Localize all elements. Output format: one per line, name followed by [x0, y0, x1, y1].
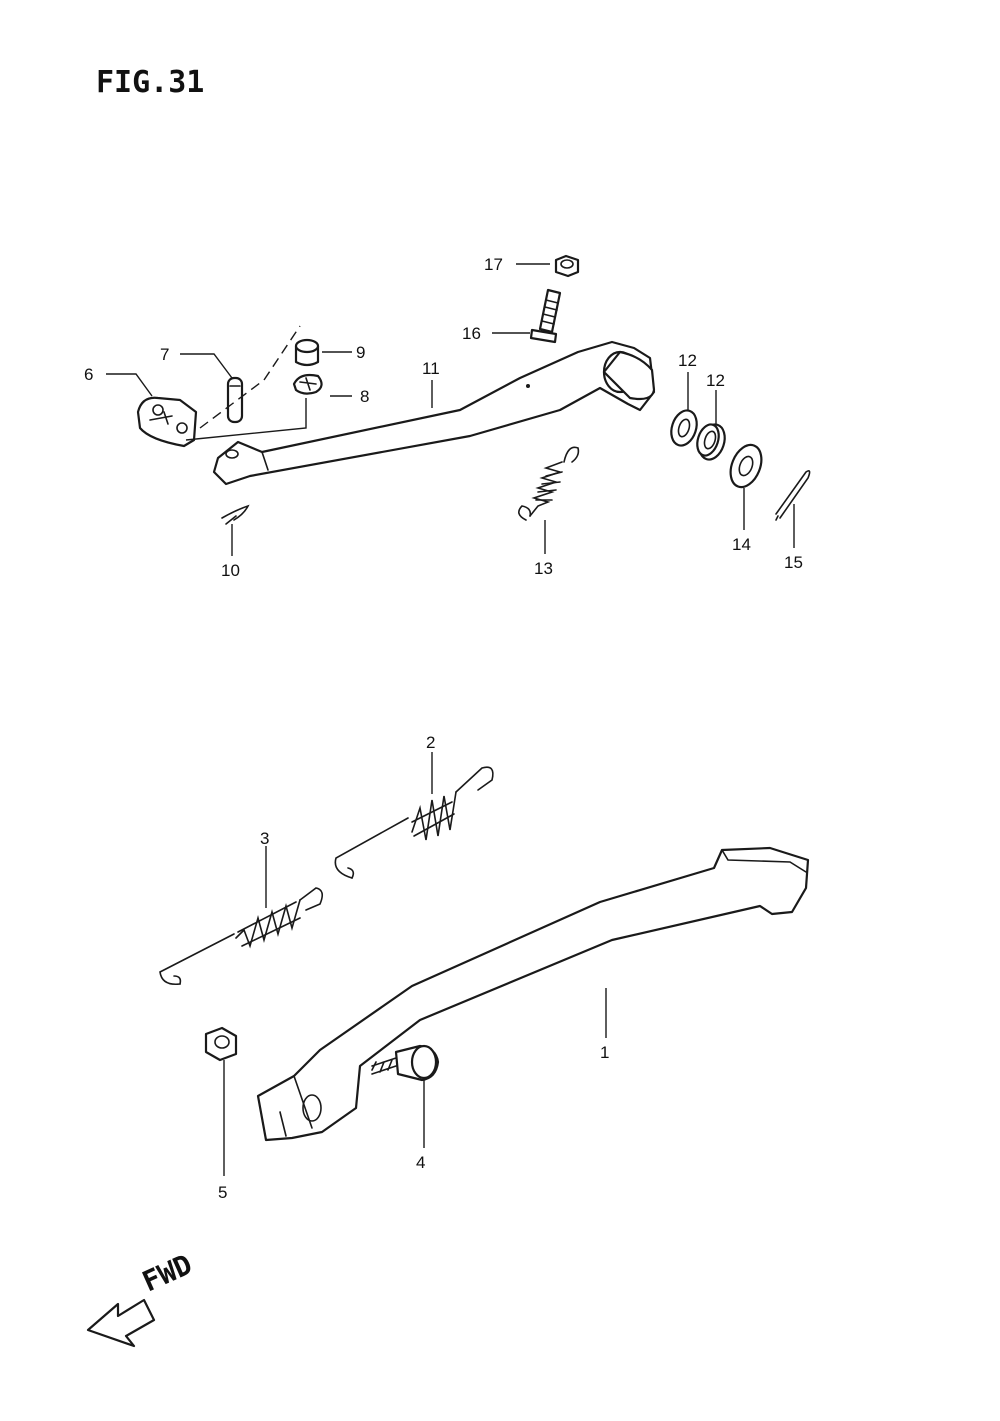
callout-14: 14 — [732, 535, 751, 554]
figure-title: FIG.31 — [96, 65, 204, 100]
callout-13: 13 — [534, 559, 553, 578]
callout-15: 15 — [784, 553, 803, 572]
callout-1: 1 — [600, 1043, 609, 1062]
callout-3: 3 — [260, 829, 269, 848]
part-13-return-spring — [518, 446, 580, 521]
callout-8: 8 — [360, 387, 369, 406]
callout-17: 17 — [484, 255, 503, 274]
callout-11: 11 — [422, 359, 440, 378]
part-14-flat-washer — [729, 443, 763, 489]
assembly-line-link — [199, 325, 301, 429]
callout-6: 6 — [84, 365, 93, 384]
forward-label: FWD — [137, 1248, 197, 1299]
part-12-washer-a — [670, 409, 698, 447]
callout-9: 9 — [356, 343, 365, 362]
callout-12a: 12 — [678, 351, 697, 370]
leader-7 — [180, 353, 233, 379]
part-10-cotter-pin — [221, 504, 250, 525]
part-6-pedal-link — [136, 396, 198, 448]
part-7-pin — [226, 376, 244, 424]
assembly-line-pivot — [185, 398, 307, 441]
leader-6 — [106, 373, 153, 397]
callout-2: 2 — [426, 733, 435, 752]
part-3-spring — [159, 887, 324, 986]
callout-16: 16 — [462, 324, 481, 343]
part-16-bolt — [529, 288, 562, 344]
callout-12b: 12 — [706, 371, 725, 390]
part-12-washer-b — [696, 423, 726, 461]
forward-arrow-icon — [86, 1298, 156, 1348]
part-17-nut — [554, 254, 580, 278]
part-8-clip — [292, 373, 323, 395]
part-5-nut — [204, 1026, 238, 1062]
part-2-spring — [334, 766, 494, 879]
callout-5: 5 — [218, 1183, 227, 1202]
callout-7: 7 — [160, 345, 169, 364]
callout-10: 10 — [221, 561, 240, 580]
part-9-collar — [294, 338, 320, 367]
part-4-pivot-bolt — [371, 1044, 440, 1082]
callout-4: 4 — [416, 1153, 425, 1172]
part-11-brake-pedal — [212, 340, 656, 486]
part-15-cotter-pin — [775, 470, 811, 521]
part-1-side-stand — [256, 846, 810, 1142]
